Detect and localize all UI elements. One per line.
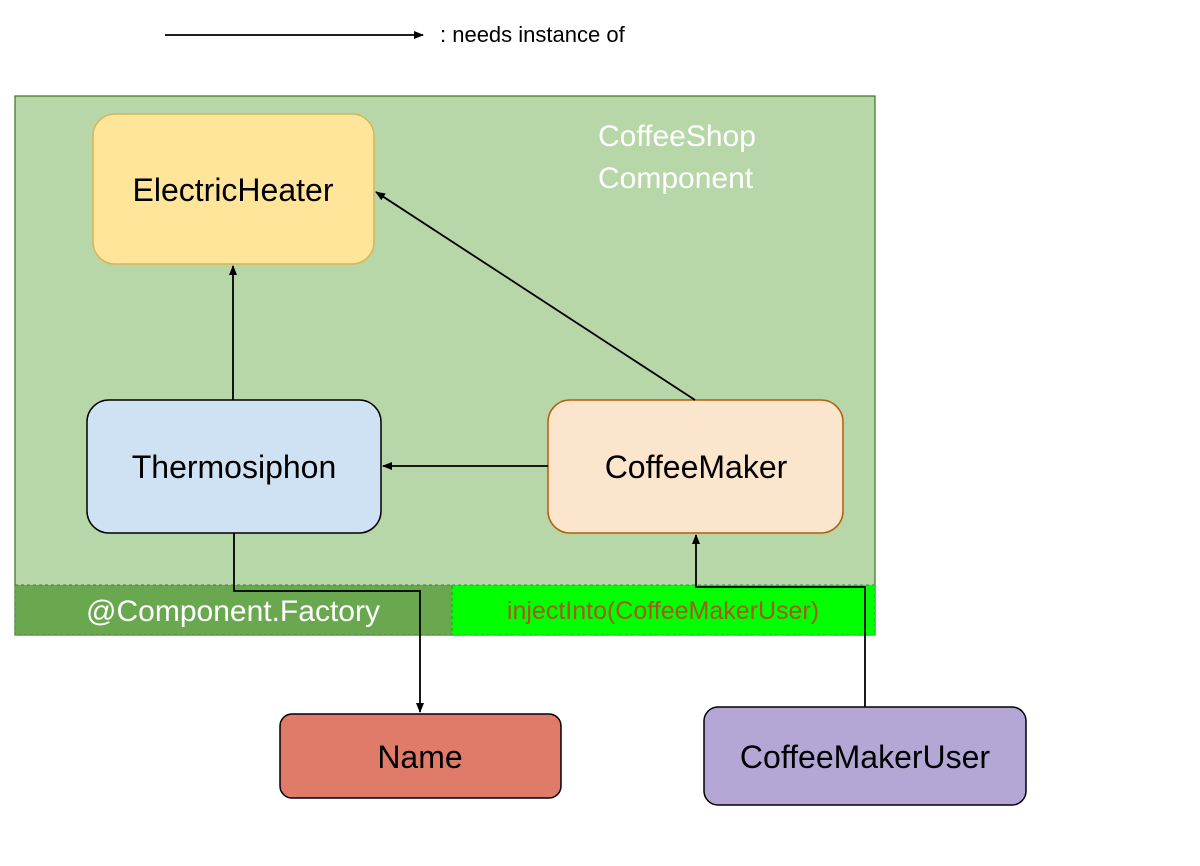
node-electric-heater: ElectricHeater [92,113,375,265]
component-title: CoffeeShop [598,120,756,153]
legend: : needs instance of [165,22,626,47]
inject-label: injectInto(CoffeeMakerUser) [507,597,819,625]
name-label: Name [377,739,462,775]
electric-heater-label: ElectricHeater [133,172,334,208]
legend-label: : needs instance of [440,22,626,47]
coffee-maker-user-label: CoffeeMakerUser [740,739,991,775]
node-coffee-maker-user: CoffeeMakerUser [703,706,1027,806]
edge-coffeemaker-to-heater [375,191,696,401]
name-box [279,713,562,799]
inject-bar [451,584,876,636]
coffee-maker-label: CoffeeMaker [605,449,788,485]
edges [229,191,866,713]
thermosiphon-label: Thermosiphon [132,449,337,485]
node-coffee-maker: CoffeeMaker [547,399,844,534]
electric-heater-box [92,113,375,265]
edge-thermosiphon-to-name [233,533,424,713]
component-title-line2: Component [598,162,754,195]
node-thermosiphon: Thermosiphon [86,399,382,534]
edge-user-to-coffeemaker [692,534,866,707]
factory-bar [14,584,453,636]
factory-label: @Component.Factory [86,595,380,628]
node-name: Name [279,713,562,799]
